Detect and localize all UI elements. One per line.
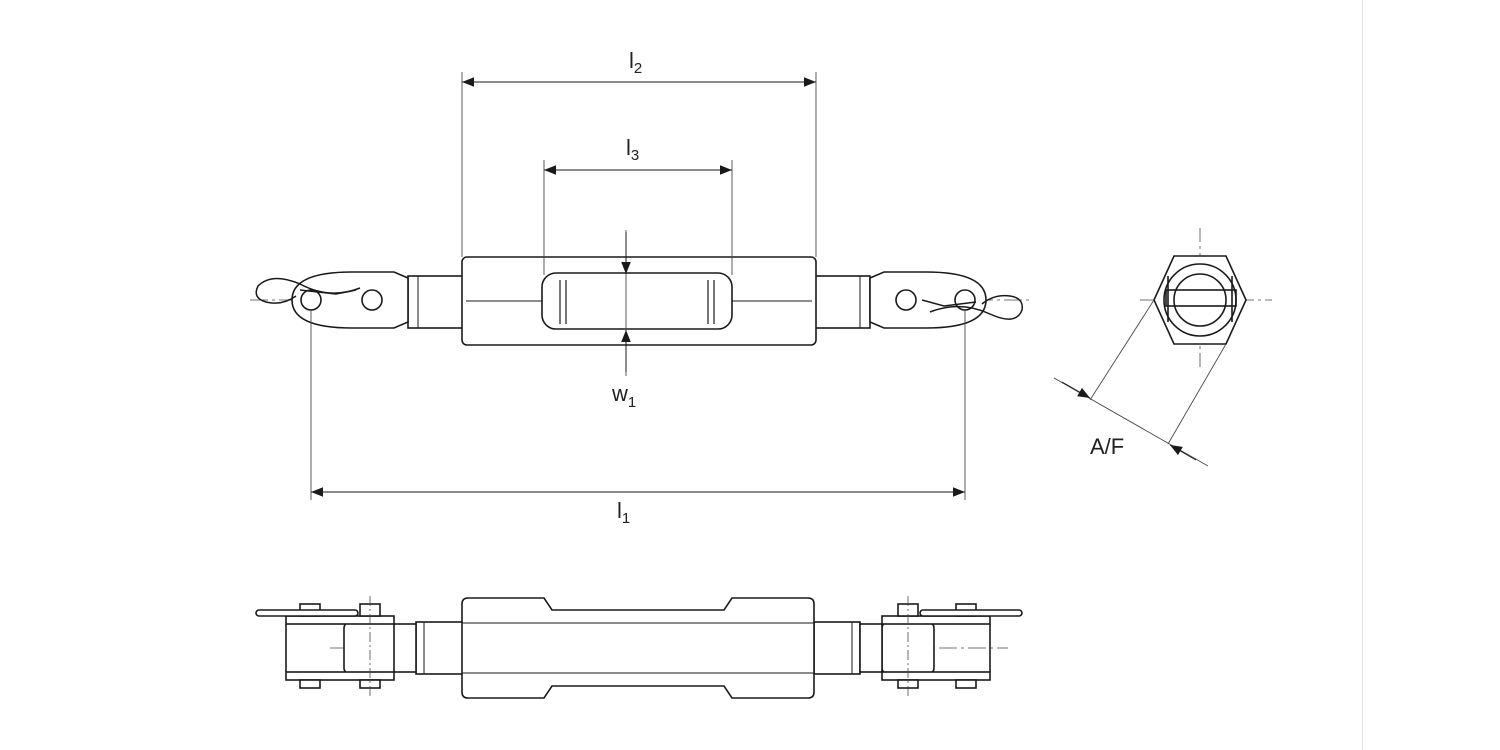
side-left-clevis bbox=[343, 621, 397, 675]
dimension-label-w1: w1 bbox=[611, 381, 636, 411]
side-right-clevis-plate-bottom bbox=[881, 671, 991, 681]
left-clevis-pin bbox=[300, 289, 322, 311]
side-body bbox=[461, 597, 815, 699]
end-view-pin bbox=[1165, 289, 1237, 307]
side-left-clevis-plate-bottom bbox=[285, 671, 395, 681]
right-threaded-rod bbox=[813, 275, 871, 329]
side-left-rod bbox=[415, 621, 465, 675]
page-edge-divider bbox=[1362, 0, 1363, 750]
side-left-clevis-plate-top bbox=[285, 615, 395, 625]
left-clevis-hole bbox=[361, 289, 383, 311]
af-dimension bbox=[1053, 299, 1227, 467]
end-view bbox=[1140, 228, 1272, 370]
side-right-clevis bbox=[881, 621, 935, 675]
side-right-clevis-plate-top bbox=[881, 615, 991, 625]
dimension-label-l1: l1 bbox=[617, 498, 630, 527]
side-view bbox=[255, 596, 1023, 699]
left-threaded-rod bbox=[407, 275, 465, 329]
right-clevis-fork bbox=[869, 271, 987, 329]
right-clevis-hole bbox=[895, 289, 917, 311]
right-cotter-spring bbox=[929, 294, 1023, 320]
front-dimensions bbox=[310, 72, 966, 500]
dimension-label-l3: l3 bbox=[626, 135, 639, 164]
body-slot-window bbox=[541, 272, 733, 330]
dimension-label-af: A/F bbox=[1090, 434, 1124, 459]
af-arrow-left bbox=[1061, 381, 1091, 399]
side-left-spring bbox=[255, 609, 359, 617]
side-right-rod bbox=[813, 621, 861, 675]
side-right-spring bbox=[919, 609, 1023, 617]
dimension-label-l2: l2 bbox=[629, 48, 642, 77]
af-arrow-right bbox=[1169, 444, 1197, 461]
front-view bbox=[250, 256, 1030, 346]
left-clevis-fork bbox=[291, 271, 409, 329]
